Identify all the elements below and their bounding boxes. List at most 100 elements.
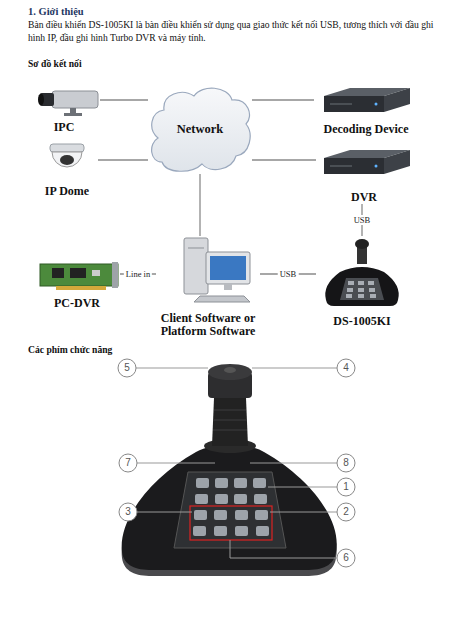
computer-icon — [184, 238, 250, 302]
key — [358, 288, 364, 292]
section-heading: 1. Giới thiệu — [28, 5, 84, 18]
camera-lens — [38, 94, 44, 106]
dome-mount — [50, 144, 84, 152]
key — [347, 288, 353, 292]
leader-line — [137, 512, 192, 513]
device-node: DVR — [316, 146, 412, 204]
camera-mount — [64, 113, 82, 116]
callout-number: 1 — [337, 480, 355, 494]
connector-line — [252, 159, 316, 160]
callout-circles — [118, 359, 355, 567]
callout-circle — [119, 503, 137, 521]
key — [196, 478, 209, 488]
decoder-icon — [324, 88, 410, 112]
key — [234, 494, 247, 504]
box-side — [384, 150, 410, 174]
callout-circle — [119, 454, 137, 472]
camera-node: IP Dome — [36, 142, 98, 198]
pc-keyboard — [194, 296, 250, 302]
key — [358, 281, 364, 285]
keys — [346, 281, 376, 298]
ip-camera-icon — [38, 91, 98, 116]
leader-line — [252, 368, 337, 369]
leader-line — [230, 540, 337, 558]
cloud-outline — [152, 88, 250, 171]
leader-line — [137, 463, 215, 464]
keyboard-base — [122, 445, 337, 571]
device-node: PC-DVR — [34, 260, 120, 310]
network-cloud: Network — [148, 84, 252, 174]
key — [214, 510, 227, 520]
key — [255, 510, 268, 520]
card-connector — [56, 286, 106, 290]
box-front — [324, 158, 384, 174]
connector-line — [98, 159, 148, 160]
callout-number: 2 — [337, 505, 355, 519]
keypad — [340, 278, 384, 300]
key — [214, 526, 227, 536]
key — [253, 478, 266, 488]
leader-line — [270, 512, 337, 513]
chip — [52, 268, 64, 278]
key — [195, 494, 208, 504]
key — [358, 294, 364, 298]
connector-label: USB — [352, 215, 373, 225]
camera-node: IPC — [28, 86, 100, 134]
node-label: DS-1005KI — [333, 315, 390, 328]
callout-circle — [118, 359, 136, 377]
callout-circle — [337, 454, 355, 472]
subheading: Các phím chức năng — [28, 344, 112, 357]
highlight-box — [190, 506, 272, 540]
box-panel — [330, 104, 352, 105]
ridge — [213, 430, 247, 431]
stick-ridges — [213, 410, 247, 430]
connector-line — [252, 99, 314, 100]
computer-node: Client Software or Platform Software — [156, 236, 260, 338]
node-label: Network — [177, 123, 224, 136]
key — [369, 288, 375, 292]
leader-lines — [136, 368, 337, 558]
box-light — [375, 103, 378, 106]
card-bracket — [112, 262, 118, 288]
connector-line — [100, 99, 148, 100]
key — [235, 510, 248, 520]
key — [256, 526, 269, 536]
device-node: Decoding Device — [314, 84, 418, 136]
pc-stand — [224, 284, 232, 290]
box-side — [384, 88, 410, 112]
connector-line — [199, 174, 200, 236]
key — [368, 281, 374, 285]
callout-circle — [337, 503, 355, 521]
camera-body — [52, 91, 98, 108]
key — [215, 478, 228, 488]
knob-button — [224, 367, 236, 373]
callout-number: 5 — [118, 361, 136, 375]
pc-monitor — [206, 252, 250, 284]
dome-window — [60, 155, 74, 165]
callout-number: 4 — [337, 361, 355, 375]
key — [254, 494, 267, 504]
knob-top — [208, 364, 252, 380]
keypad — [174, 472, 286, 548]
dome-shell — [52, 152, 82, 167]
keyboard-node: DS-1005KI — [316, 236, 408, 328]
pc-drive — [188, 248, 204, 249]
key — [348, 281, 354, 285]
callout-number: 3 — [119, 505, 137, 519]
dome-camera-icon — [50, 144, 84, 167]
key — [235, 526, 248, 536]
callout-circle — [337, 359, 355, 377]
pc-screen — [210, 256, 246, 280]
leader-line — [250, 463, 337, 464]
key — [370, 294, 376, 298]
pc-tower — [184, 238, 208, 294]
callout-circle — [337, 549, 355, 567]
chip — [70, 268, 86, 278]
connector-label: Line in — [124, 269, 152, 279]
node-label: DVR — [351, 191, 377, 204]
callout-circle — [337, 478, 355, 496]
stick-knob — [355, 239, 369, 249]
